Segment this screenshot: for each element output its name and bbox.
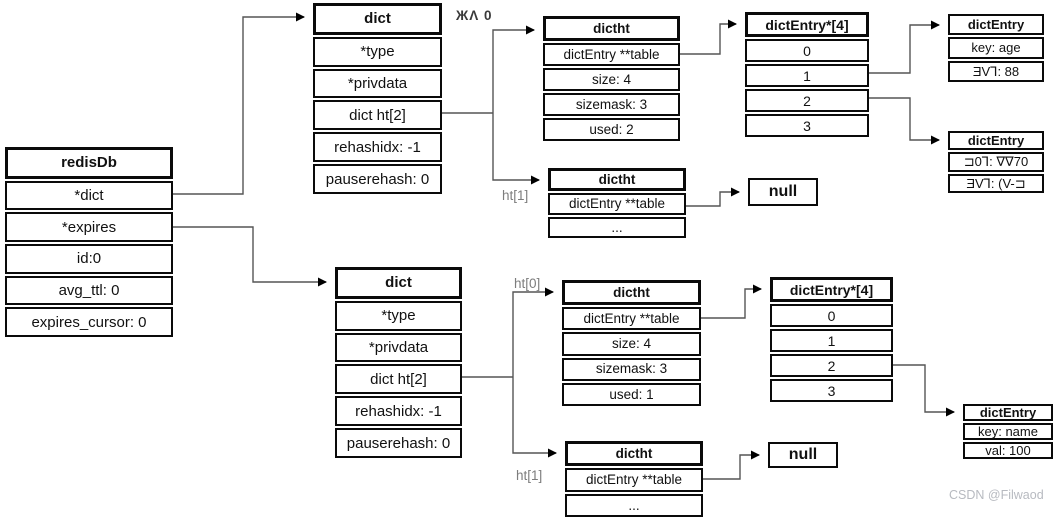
wire-redisdb-dict-bottom (173, 226, 327, 287)
entry-name-title: dictEntry (963, 404, 1053, 421)
dict-bottom-row-privdata: *privdata (335, 332, 462, 363)
null-top-label: null (748, 178, 818, 206)
redisdb-box: redisDb *dict *expires id:0 avg_ttl: 0 e… (5, 147, 173, 338)
label-ht1-top: ht[1] (502, 188, 529, 203)
wire-redisdb-dict-top (173, 12, 305, 195)
redisdb-row-expirescursor: expires_cursor: 0 (5, 307, 173, 338)
dictht-top0-row-sizemask: sizemask: 3 (543, 93, 680, 116)
dictht-top1-box: dictht dictEntry **table ... (548, 168, 686, 238)
wire-dictht-bottom1-null (703, 450, 760, 480)
wire-array-top-entry2 (869, 97, 940, 145)
dictht-top1-title: dictht (548, 168, 686, 192)
wire-dictht-top0-array (680, 19, 737, 55)
entry-array-bottom-slot-2: 2 (770, 354, 893, 377)
entry-array-bottom-slot-0: 0 (770, 304, 893, 327)
entry-array-top-slot-1: 1 (745, 64, 869, 87)
wire-dictht-bottom0-array (701, 284, 762, 319)
entry-age-val: ƎV⅂: 88 (948, 60, 1044, 82)
dictht-bottom0-row-table: dictEntry **table (562, 307, 701, 331)
entry-age-box: dictEntry key: age ƎV⅂: 88 (948, 14, 1044, 82)
wire-array-bottom-entry (893, 364, 955, 417)
dictht-bottom0-box: dictht dictEntry **table size: 4 sizemas… (562, 280, 701, 407)
dict-top-box: dict *type *privdata dict ht[2] rehashid… (313, 3, 442, 194)
entry-array-top-slot-2: 2 (745, 89, 869, 112)
label-ht0-top: ЖΛ 0 (456, 8, 493, 23)
dictht-bottom0-row-sizemask: sizemask: 3 (562, 357, 701, 381)
entry-array-bottom-title: dictEntry*[4] (770, 277, 893, 302)
wire-array-top-entry1 (869, 20, 940, 74)
dictht-bottom0-row-used: used: 1 (562, 382, 701, 407)
dictht-top1-row-table: dictEntry **table (548, 193, 686, 215)
dict-top-row-privdata: *privdata (313, 68, 442, 99)
dictht-bottom1-box: dictht dictEntry **table ... (565, 441, 703, 517)
watermark-text: CSDN @Filwaod (949, 488, 1044, 502)
dict-bottom-row-rehashidx: rehashidx: -1 (335, 396, 462, 427)
entry-array-bottom-slot-1: 1 (770, 329, 893, 352)
wire-dicttop-ht1 (492, 113, 540, 185)
entry-array-top-slot-3: 3 (745, 114, 869, 137)
redisdb-title: redisDb (5, 147, 173, 179)
null-bottom-label: null (768, 442, 838, 468)
entry-mystery-key: ⊐0⅂: ∇∇70 (948, 152, 1044, 172)
entry-array-bottom-slot-3: 3 (770, 379, 893, 402)
dict-top-row-pauserehash: pauserehash: 0 (313, 164, 442, 194)
entry-age-title: dictEntry (948, 14, 1044, 36)
entry-name-box: dictEntry key: name val: 100 (963, 404, 1053, 459)
entry-array-bottom-box: dictEntry*[4] 0 1 2 3 (770, 277, 893, 402)
wire-dictbottom-ht1 (512, 377, 557, 458)
entry-array-top-title: dictEntry*[4] (745, 12, 869, 37)
wire-dictbottom-ht0 (512, 287, 554, 377)
dictht-top0-row-used: used: 2 (543, 118, 680, 141)
entry-age-key: key: age (948, 37, 1044, 59)
dict-bottom-row-pauserehash: pauserehash: 0 (335, 428, 462, 458)
dictht-top0-row-table: dictEntry **table (543, 43, 680, 66)
entry-mystery-title: dictEntry (948, 131, 1044, 151)
dictht-bottom1-row-ellipsis: ... (565, 493, 703, 517)
dict-top-row-ht2: dict ht[2] (313, 100, 442, 131)
null-top-box: null (748, 178, 818, 206)
dict-top-row-rehashidx: rehashidx: -1 (313, 132, 442, 163)
entry-array-top-slot-0: 0 (745, 39, 869, 62)
entry-array-top-box: dictEntry*[4] 0 1 2 3 (745, 12, 869, 137)
wire-dictht-top1-null (686, 187, 740, 207)
dict-top-title: dict (313, 3, 442, 35)
dict-bottom-box: dict *type *privdata dict ht[2] rehashid… (335, 267, 462, 458)
dictht-top0-box: dictht dictEntry **table size: 4 sizemas… (543, 16, 680, 141)
dict-bottom-row-type: *type (335, 300, 462, 331)
dictht-top0-row-size: size: 4 (543, 68, 680, 91)
wire-dicttop-ht0 (492, 25, 535, 113)
null-bottom-box: null (768, 442, 838, 468)
dict-bottom-title: dict (335, 267, 462, 299)
label-ht0-bottom: ht[0] (514, 276, 541, 291)
dictht-bottom0-row-size: size: 4 (562, 332, 701, 356)
entry-mystery-box: dictEntry ⊐0⅂: ∇∇70 ƎV⅂: (V-⊐ (948, 131, 1044, 193)
entry-name-key: key: name (963, 423, 1053, 440)
entry-mystery-val: ƎV⅂: (V-⊐ (948, 173, 1044, 193)
dictht-bottom1-title: dictht (565, 441, 703, 467)
dictht-bottom1-row-table: dictEntry **table (565, 468, 703, 492)
redisdb-row-dict: *dict (5, 180, 173, 211)
label-ht1-bottom: ht[1] (516, 468, 543, 483)
dictht-top0-title: dictht (543, 16, 680, 41)
entry-name-val: val: 100 (963, 442, 1053, 459)
redisdb-row-expires: *expires (5, 212, 173, 243)
redisdb-row-id: id:0 (5, 244, 173, 274)
dict-bottom-row-ht2: dict ht[2] (335, 364, 462, 395)
dict-top-row-type: *type (313, 36, 442, 67)
dictht-top1-row-ellipsis: ... (548, 216, 686, 238)
dictht-bottom0-title: dictht (562, 280, 701, 306)
redisdb-row-avgttl: avg_ttl: 0 (5, 275, 173, 306)
